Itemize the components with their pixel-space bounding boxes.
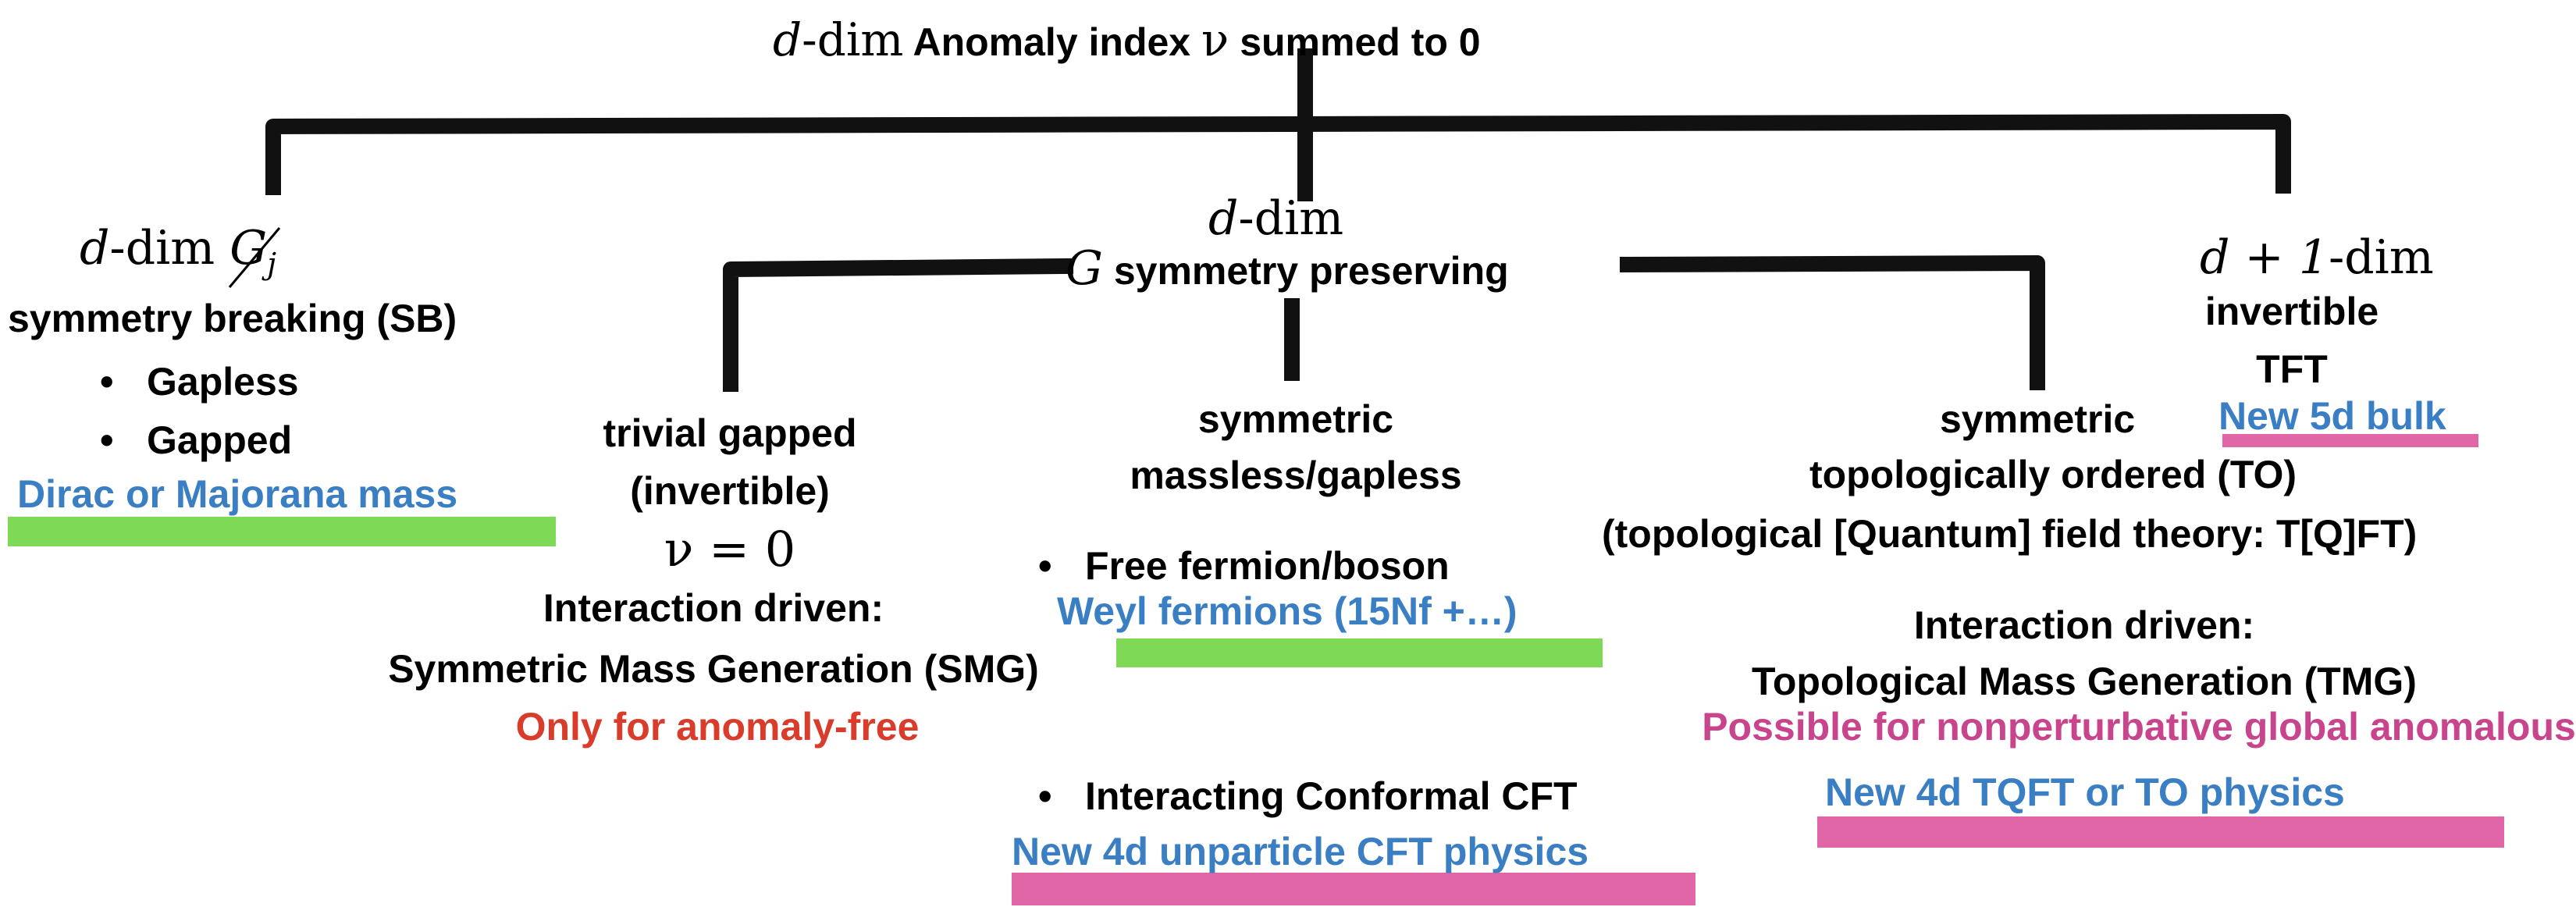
sb-broken-group: Gj <box>229 225 281 288</box>
sb-note: Dirac or Majorana mass <box>17 472 458 516</box>
to-line4: Interaction driven: <box>1913 603 2255 647</box>
root-branch-line <box>265 114 2291 195</box>
sp-right-branch-line <box>1619 255 2045 390</box>
to-note2: New 4d TQFT or TO physics <box>1825 770 2345 814</box>
root-title: d-dim Anomaly index ν summed to 0 <box>773 17 1481 62</box>
sp-group-symbol: G <box>1066 241 1103 296</box>
sp-dim-label: d-dim <box>1208 195 1343 242</box>
sb-note-highlight <box>8 517 556 546</box>
massless-item1: Free fermion/boson <box>1038 546 1450 585</box>
sp-title-row: G symmetry preserving <box>1066 245 1509 292</box>
tft-dim-label: d + 1-dim <box>2200 234 2434 281</box>
tft-dim-word: -dim <box>2329 230 2434 285</box>
trivial-line1: trivial gapped <box>603 411 857 455</box>
to-note2-highlight <box>1817 816 2504 848</box>
to-line2: topologically ordered (TO) <box>1809 453 2297 496</box>
sb-dim-word: -dim <box>109 221 215 276</box>
massless-note2-highlight <box>1012 873 1695 905</box>
to-line3: (topological [Quantum] field theory: T[Q… <box>1602 512 2418 556</box>
massless-line1: symmetric <box>1197 397 1394 441</box>
tft-dim-expr: d + 1 <box>2200 230 2329 285</box>
massless-note2: New 4d unparticle CFT physics <box>1012 830 1589 873</box>
root-suffix: summed to 0 <box>1240 20 1481 64</box>
massless-item2: Interacting Conformal CFT <box>1038 777 1578 816</box>
trivial-line4: Symmetric Mass Generation (SMG) <box>388 647 1039 691</box>
sb-dim-var: d <box>80 221 110 276</box>
to-note1: Possible for nonperturbative global anom… <box>1702 705 2576 749</box>
slash-strike-icon <box>229 227 281 288</box>
sb-title: symmetry breaking (SB) <box>8 297 457 340</box>
massless-note1: Weyl fermions (15Nf +…) <box>1057 589 1517 633</box>
sb-group-subscript: j <box>267 247 276 281</box>
massless-note1-highlight <box>1116 638 1603 667</box>
root-dim-var: d <box>773 13 802 66</box>
trivial-nu-eq: ν = 0 <box>664 521 796 578</box>
sb-item-gapped: Gapped <box>100 421 292 460</box>
tft-line1: invertible <box>2204 290 2379 333</box>
sp-title: symmetry preserving <box>1113 249 1509 293</box>
tft-note-highlight <box>2222 434 2478 447</box>
tft-note: New 5d bulk <box>2218 394 2446 438</box>
massless-line2: massless/gapless <box>1130 454 1462 497</box>
sp-dim-var: d <box>1208 191 1239 246</box>
sp-left-branch-line <box>723 258 1074 392</box>
sp-dim-word: -dim <box>1238 191 1344 246</box>
trivial-note: Only for anomaly-free <box>515 705 920 749</box>
to-line5: Topological Mass Generation (TMG) <box>1752 660 2417 703</box>
root-dim-word: -dim <box>802 13 904 66</box>
sb-item-gapless: Gapless <box>100 362 299 401</box>
trivial-line2: (invertible) <box>630 469 830 513</box>
root-nu-symbol: ν <box>1201 13 1229 66</box>
tft-line2: TFT <box>2256 347 2328 391</box>
to-line1: symmetric <box>1940 397 2136 441</box>
sb-header: d-dim Gj <box>80 225 281 288</box>
trivial-line3: Interaction driven: <box>543 586 884 630</box>
root-title-text: Anomaly index <box>913 20 1191 64</box>
